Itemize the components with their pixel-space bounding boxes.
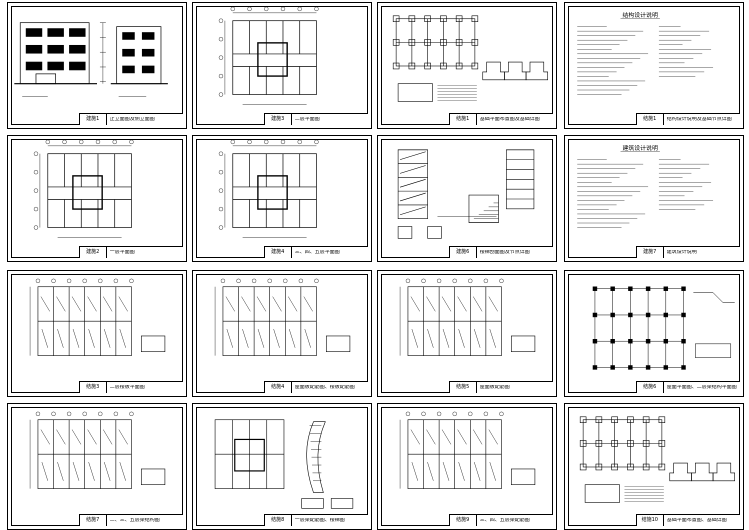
sheet-drawing [218, 6, 319, 105]
sheet-code: 结施9 [450, 515, 477, 526]
sheet-drawing [14, 22, 168, 97]
sheet-title: 基础平面布置图、基础详图 [666, 518, 727, 523]
sheet-drawing [29, 411, 166, 489]
sheet-drawing [399, 411, 536, 489]
sheet-title: 二、三、五层梁结构图 [109, 518, 160, 523]
sheet-title: 建筑设计说明 [666, 250, 697, 255]
sheet-drawing [399, 278, 536, 356]
sheet-code: 建施1 [80, 114, 107, 125]
sheet-code: 结施7 [80, 515, 107, 526]
sheet-title: 屋面平面图、二层梁结构平面图 [666, 385, 737, 390]
sheet-drawing [33, 139, 134, 238]
sheet-drawing: 结构设计说明 [577, 11, 714, 95]
sheet-title: 基础平面布置图及基础详图 [479, 117, 540, 122]
notes-heading: 结构设计说明 [623, 11, 658, 19]
sheet-code: 结施8 [265, 515, 292, 526]
sheet-drawing: 建筑设计说明 [577, 144, 714, 228]
sheet-title: 正立面图及侧立面图 [109, 117, 155, 122]
sheet-drawing [592, 286, 735, 370]
sheet-code: 结施10 [637, 515, 664, 526]
sheet-code: 建施4 [265, 247, 292, 258]
sheet-title: 屋面板配筋图、楼板配筋图 [294, 385, 355, 390]
sheet-drawing [29, 278, 166, 356]
sheet-title: 屋面板配筋图 [479, 385, 510, 390]
sheet-code: 结施1 [637, 114, 664, 125]
notes-heading: 建筑设计说明 [623, 144, 658, 152]
sheet-title: 三、四、五层梁配筋图 [479, 518, 530, 523]
sheet-title: 三、四、五层平面图 [294, 250, 340, 255]
sheet-code: 结施5 [450, 382, 477, 393]
sheet-title: 结构设计说明及基础节点详图 [666, 117, 732, 122]
sheet-drawing [214, 278, 351, 356]
sheet-drawing [392, 15, 549, 102]
sheet-title: 二层平面图 [294, 117, 320, 122]
sheet-code: 建施6 [450, 247, 477, 258]
sheet-code: 建施2 [80, 247, 107, 258]
sheet-title: 一层平面图 [109, 250, 135, 255]
sheet-title: 一层梁配筋图、楼梯图 [294, 518, 345, 523]
sheet-code: 结施4 [265, 382, 292, 393]
sheet-drawing [214, 419, 354, 509]
sheet-code: 结施3 [80, 382, 107, 393]
sheet-title: 楼梯剖面图及节点详图 [479, 250, 530, 255]
sheet-drawing [579, 416, 736, 503]
sheet-code: 结施1 [450, 114, 477, 125]
sheet-drawing [218, 139, 319, 238]
sheet-title: 二层楼板平面图 [109, 385, 145, 390]
sheet-drawing [397, 149, 535, 239]
sheet-code: 结施6 [637, 382, 664, 393]
sheet-code: 建施3 [265, 114, 292, 125]
sheet-code: 建施7 [637, 247, 664, 258]
